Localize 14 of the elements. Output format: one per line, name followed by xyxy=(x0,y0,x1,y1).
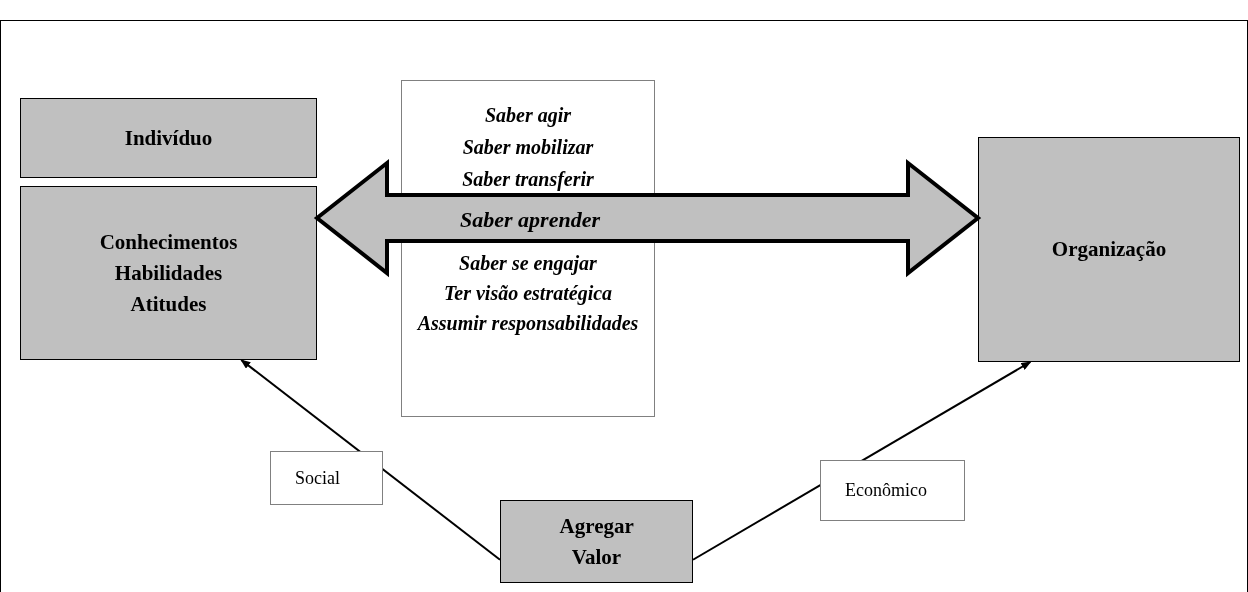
skill-text: Saber transferir xyxy=(461,168,595,190)
skill-text: Assumir responsabilidades xyxy=(415,312,640,334)
concept-box: Organização xyxy=(978,137,1240,362)
concept-box: Conhecimentos Habilidades Atitudes xyxy=(20,186,317,360)
skill-text: Ter visão estratégica xyxy=(442,282,614,304)
concept-box: Agregar Valor xyxy=(500,500,693,583)
skill-text: Saber se engajar xyxy=(458,252,598,274)
edge-label: Econômico xyxy=(820,460,965,521)
edge-label: Social xyxy=(270,451,383,505)
skill-text: Saber agir xyxy=(483,104,573,126)
arrow xyxy=(240,359,501,561)
arrow xyxy=(692,361,1032,561)
concept-box: Indivíduo xyxy=(20,98,317,178)
skill-text: Saber mobilizar xyxy=(461,136,595,158)
